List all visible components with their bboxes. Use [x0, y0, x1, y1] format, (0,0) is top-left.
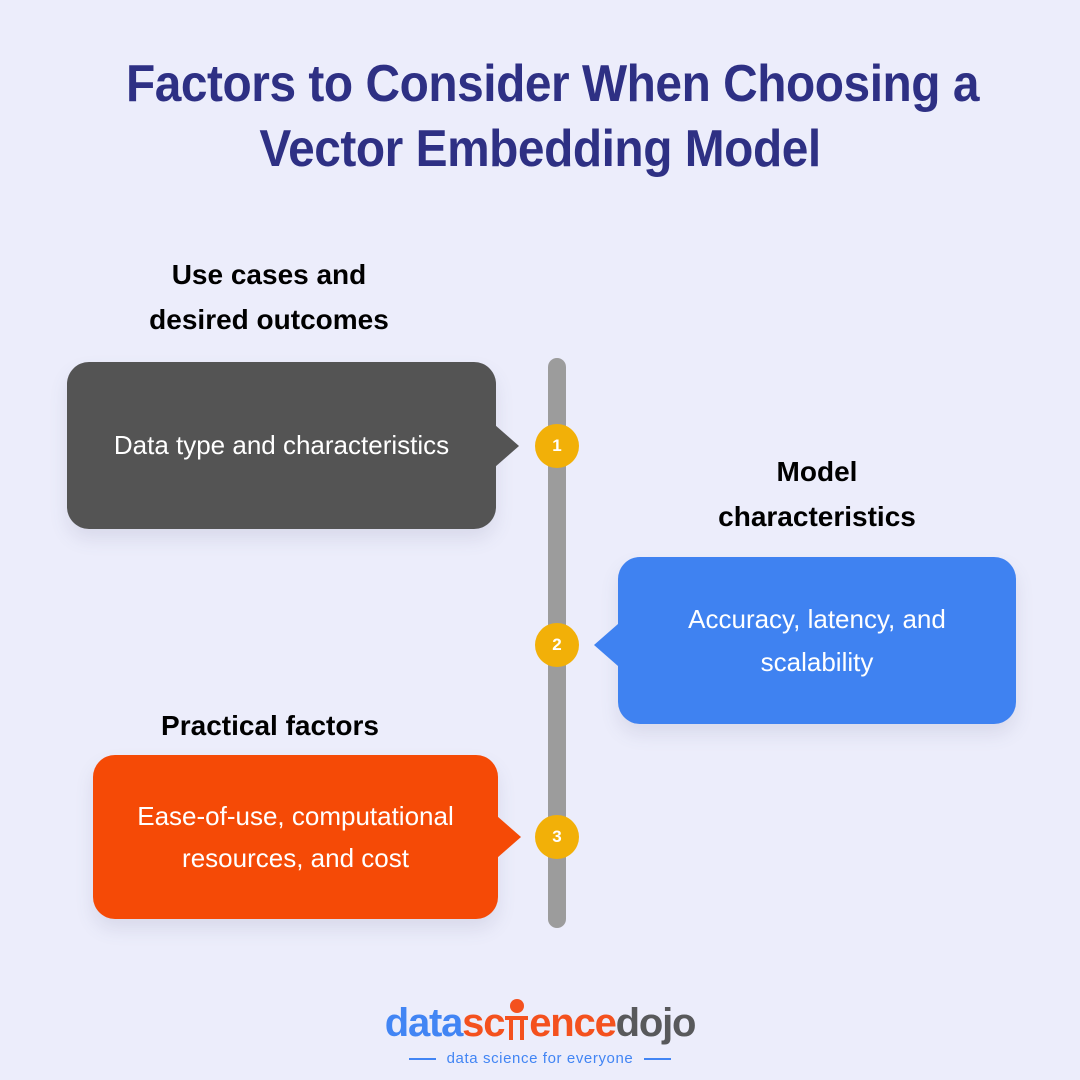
step-1-label-line-1: Use cases and [171, 259, 367, 290]
brand-tagline: data science for everyone [0, 1050, 1080, 1067]
torii-leg-left-icon [509, 1019, 514, 1040]
torii-leg-right-icon [520, 1019, 525, 1040]
timeline-marker-3-number: 3 [552, 827, 562, 846]
brand-logo-data: data [384, 1001, 464, 1045]
page-title-line-2: Vector Embedding Model [259, 120, 821, 178]
torii-head-icon [510, 999, 525, 1013]
page-title-line-1: Factors to Consider When Choosing a [126, 55, 980, 113]
step-3-card-text: Ease-of-use, computational resources, an… [93, 795, 498, 879]
step-1-card-pointer-icon [495, 425, 519, 467]
timeline-marker-1[interactable]: 1 [535, 424, 579, 468]
step-2-card-pointer-icon [594, 624, 618, 666]
step-3-label: Practical factors [105, 704, 435, 749]
brand-logo: datasc encedojo data science for everyon… [0, 999, 1080, 1067]
step-1-label: Use cases and desired outcomes [104, 253, 434, 343]
step-2-card-text-line-2: scalability [760, 646, 874, 677]
timeline-marker-2[interactable]: 2 [535, 623, 579, 667]
step-3-card-text-line-1: Ease-of-use, computational [137, 800, 454, 831]
step-1-label-line-2: desired outcomes [149, 303, 389, 335]
timeline-marker-2-number: 2 [552, 635, 562, 654]
step-2-card-text-line-1: Accuracy, latency, and [688, 604, 946, 635]
step-2-label-line-1: Model [776, 456, 858, 487]
step-2-card-text: Accuracy, latency, and scalability [618, 598, 1016, 682]
timeline-marker-1-number: 1 [552, 436, 562, 455]
step-2-label-line-2: characteristics [718, 500, 916, 532]
tagline-rule-right [644, 1057, 672, 1060]
tagline-rule-left [408, 1057, 436, 1060]
step-2-card[interactable]: Accuracy, latency, and scalability [618, 557, 1016, 724]
timeline-marker-3[interactable]: 3 [535, 815, 579, 859]
brand-logo-ence: ence [529, 1001, 617, 1045]
step-3-card-pointer-icon [497, 816, 521, 858]
brand-logo-dojo: dojo [615, 1001, 697, 1045]
step-3-card-text-line-2: resources, and cost [182, 843, 409, 873]
step-1-card-text: Data type and characteristics [113, 430, 450, 461]
brand-tagline-text: data science for everyone [446, 1050, 634, 1067]
torii-bar-icon [505, 1016, 529, 1020]
brand-logo-wordmark: datasc encedojo [384, 999, 697, 1045]
step-2-label: Model characteristics [672, 450, 962, 540]
step-3-card[interactable]: Ease-of-use, computational resources, an… [93, 755, 498, 919]
torii-figure-icon [504, 999, 529, 1040]
brand-logo-sc: sc [462, 1001, 505, 1045]
step-3-label-line-1: Practical factors [161, 710, 379, 741]
step-1-card[interactable]: Data type and characteristics [67, 362, 496, 529]
page-title: Factors to Consider When Choosing a Vect… [126, 52, 980, 182]
